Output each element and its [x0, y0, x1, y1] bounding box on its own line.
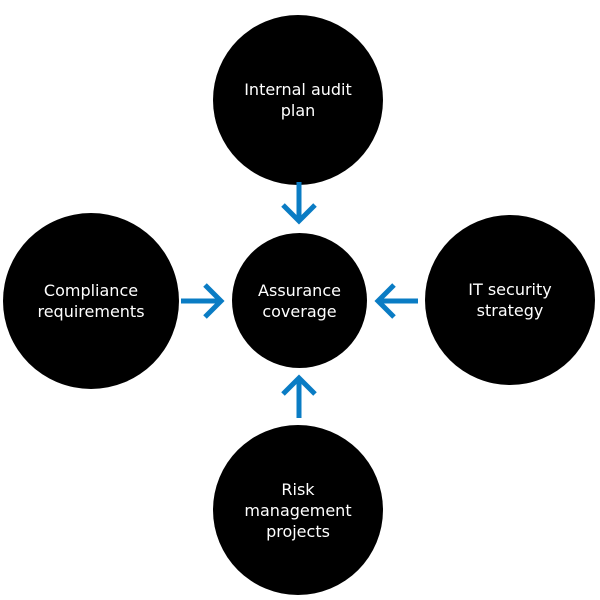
node-internal-audit-plan: Internal audit plan	[213, 15, 383, 185]
arrow-down-icon	[281, 182, 317, 225]
node-label: Assurance	[258, 280, 341, 300]
arrow-right-icon	[181, 283, 225, 319]
arrow-up-icon	[281, 374, 317, 418]
node-label: management	[244, 500, 352, 520]
node-label: coverage	[262, 301, 337, 321]
node-label: plan	[280, 101, 316, 120]
node-label: requirements	[37, 302, 145, 321]
node-label: IT security	[468, 280, 552, 299]
node-label: projects	[266, 521, 330, 541]
node-label: Internal audit	[244, 80, 352, 99]
node-compliance-requirements: Compliance requirements	[3, 213, 179, 389]
arrow-left-icon	[374, 283, 418, 319]
node-label: Compliance	[43, 281, 139, 300]
node-it-security-strategy: IT security strategy	[425, 215, 595, 385]
node-label: Risk	[281, 479, 315, 499]
node-label: strategy	[476, 301, 544, 320]
